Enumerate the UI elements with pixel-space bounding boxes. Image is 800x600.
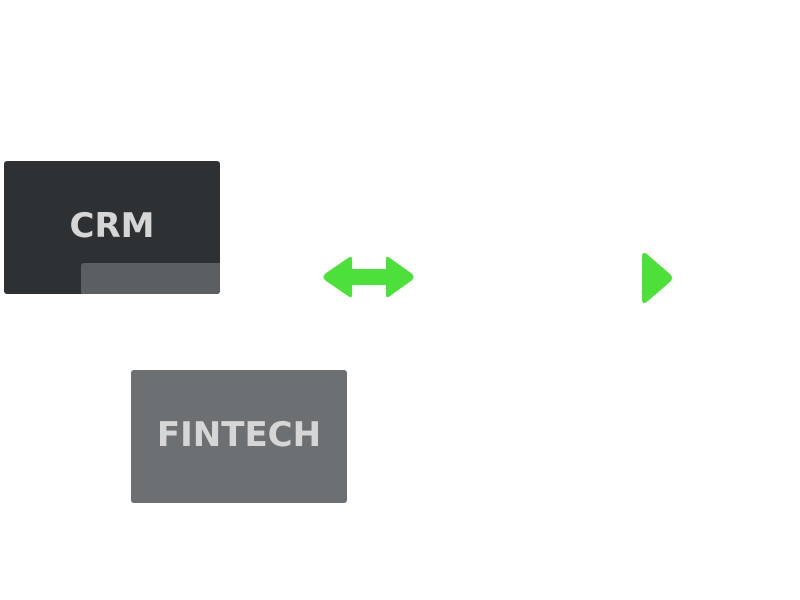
crm-node[interactable]: CRM (4, 161, 220, 294)
double-headed-arrow-icon[interactable] (323, 256, 414, 298)
fintech-node[interactable]: FINTECH (131, 370, 347, 503)
fintech-node-label: FINTECH (156, 414, 322, 455)
crm-node-overlay-strip (81, 263, 220, 294)
right-triangle-icon[interactable] (642, 252, 672, 304)
crm-node-label: CRM (69, 205, 155, 246)
